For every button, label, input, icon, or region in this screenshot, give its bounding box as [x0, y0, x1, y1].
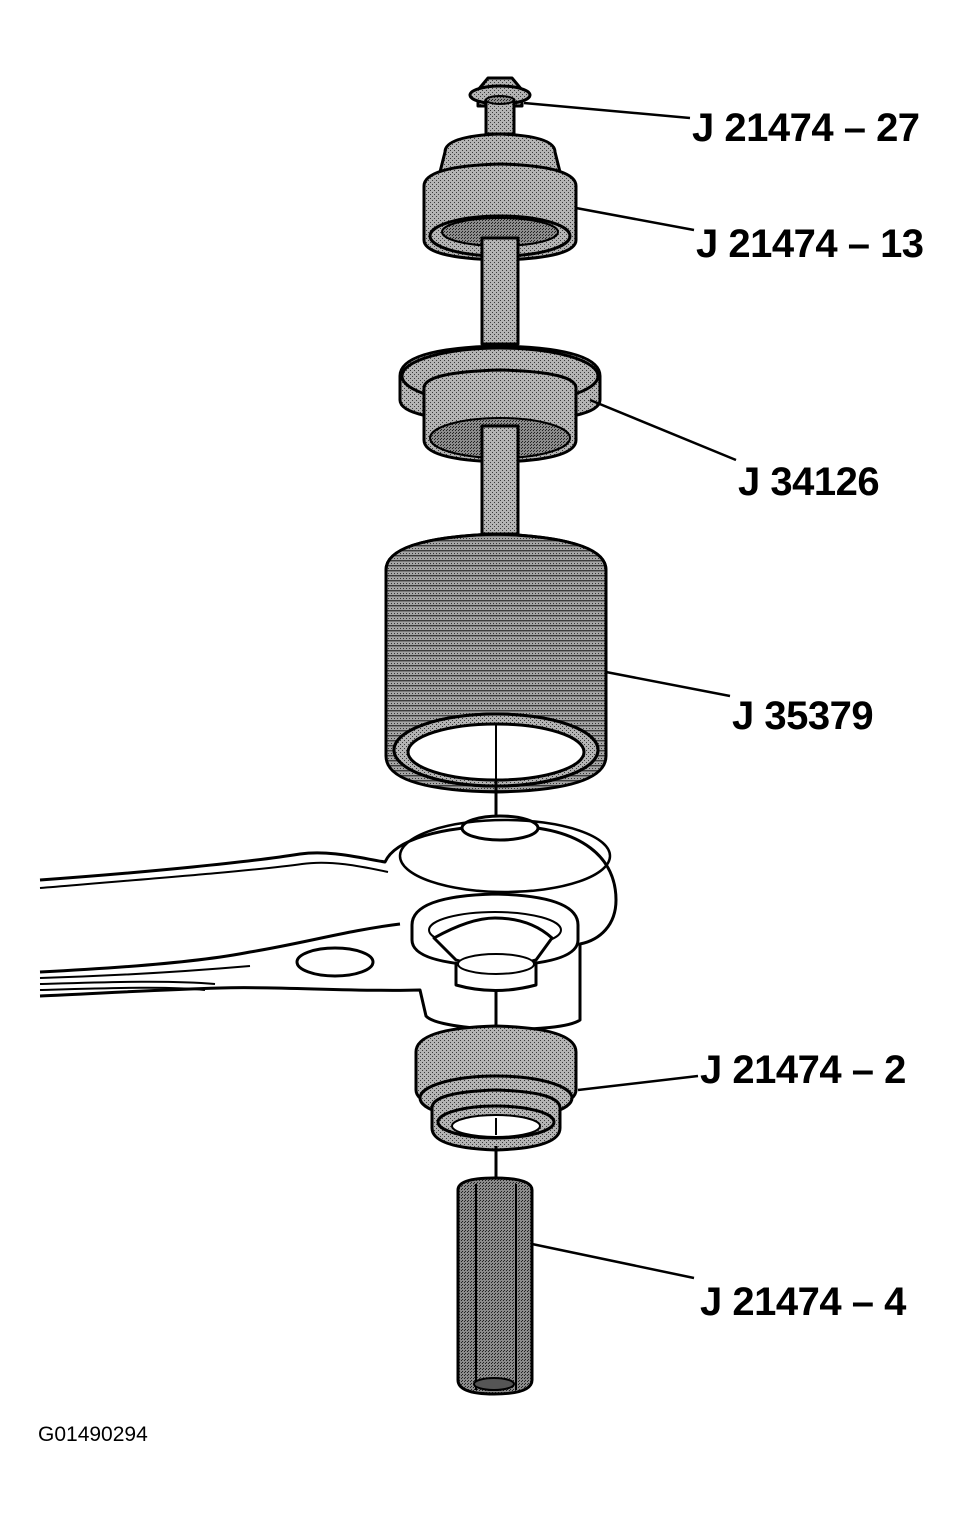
control-arm — [39, 814, 618, 1031]
nut-part — [468, 76, 532, 136]
leader-line-spacer — [589, 398, 737, 462]
bolt-sleeve-part — [456, 1176, 534, 1396]
leader-line-installer — [577, 1074, 699, 1092]
installer-part — [414, 1024, 578, 1152]
callout-label-installer: J 21474 – 2 — [700, 1048, 906, 1092]
figure-id: G01490294 — [38, 1423, 148, 1446]
leader-line-bolt-sleeve — [531, 1242, 695, 1280]
bearing-washer-part — [422, 132, 578, 262]
leader-line-receiver-cup — [605, 670, 731, 698]
spacer-part — [398, 344, 602, 464]
callout-label-nut: J 21474 – 27 — [692, 106, 920, 150]
receiver-cup-part — [384, 532, 608, 794]
screw-shaft-middle — [480, 424, 520, 536]
callout-label-bearing-washer: J 21474 – 13 — [696, 222, 924, 266]
callout-label-bolt-sleeve: J 21474 – 4 — [700, 1280, 906, 1324]
screw-shaft-upper — [480, 236, 520, 346]
leader-line-nut — [523, 101, 691, 120]
callout-label-receiver-cup: J 35379 — [732, 694, 874, 738]
leader-lines — [523, 101, 737, 1280]
callout-label-spacer: J 34126 — [738, 460, 880, 504]
leader-line-bearing-washer — [575, 206, 695, 232]
